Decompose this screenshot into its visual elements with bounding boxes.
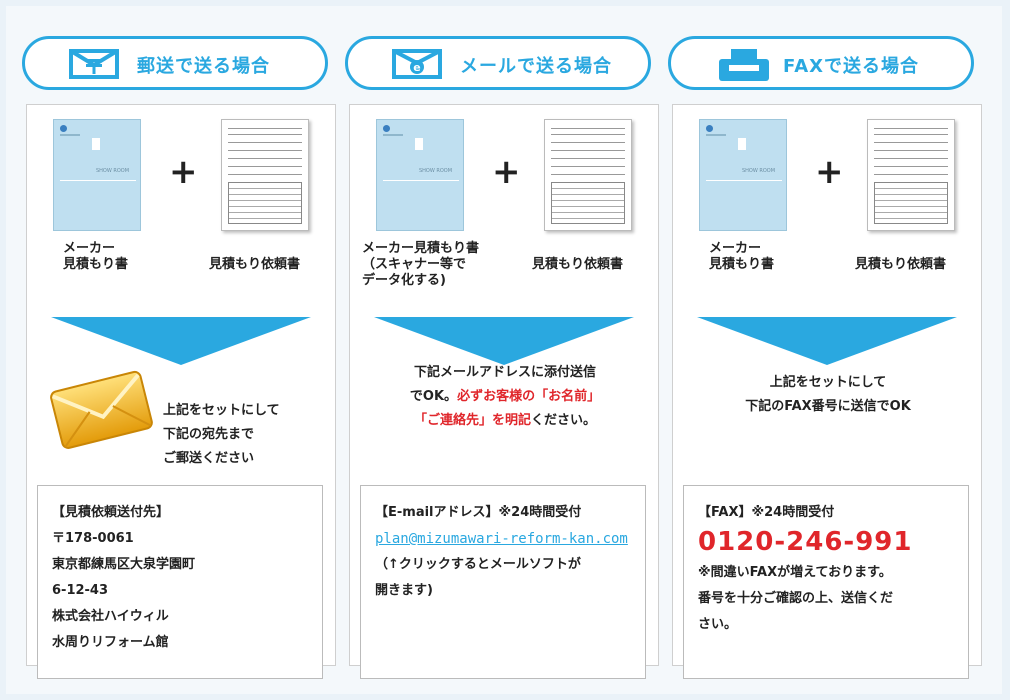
fax-instruction: 上記をセットにして 下記のFAX番号に送信でOK bbox=[693, 371, 963, 419]
email-instruction-line: でOK。必ずお客様の「お名前」 bbox=[370, 385, 640, 409]
doc-caption: SHOW ROOM bbox=[742, 168, 776, 174]
mail-instruction-line: 上記をセットにして bbox=[163, 403, 280, 418]
estimate-request-form-image bbox=[221, 119, 309, 231]
maker-estimate-label-line: メーカー bbox=[709, 241, 762, 256]
maker-estimate-doc-image: SHOW ROOM bbox=[699, 119, 787, 231]
down-arrow-icon bbox=[374, 317, 634, 365]
email-section-title: メールで送る場合 bbox=[460, 56, 612, 77]
fax-machine-icon bbox=[719, 49, 769, 81]
maker-estimate-doc-image: SHOW ROOM bbox=[376, 119, 464, 231]
maker-estimate-label: メーカー 見積もり書 bbox=[63, 241, 128, 273]
postal-envelope-icon bbox=[69, 49, 119, 79]
maker-estimate-label-line: 見積もり書 bbox=[709, 257, 775, 272]
fax-section-header: FAXで送る場合 bbox=[668, 36, 974, 90]
store-name: 水周りリフォーム館 bbox=[52, 635, 169, 650]
email-instruction-text: でOK。 bbox=[409, 389, 458, 404]
fax-warning-note: ※間違いFAXが増えております。 bbox=[698, 565, 892, 580]
email-address-box: 【E-mailアドレス】※24時間受付 plan@mizumawari-refo… bbox=[360, 485, 646, 679]
mail-instruction: 上記をセットにして 下記の宛先まで ご郵送ください bbox=[163, 399, 280, 471]
email-warning-text: 「ご連絡先」を明記 bbox=[413, 413, 531, 428]
maker-estimate-label-line: メーカー見積もり書 bbox=[362, 241, 480, 256]
email-panel: SHOW ROOM + メーカー見積もり書 （スキャナー等で データ化する) 見… bbox=[349, 104, 659, 679]
estimate-request-label: 見積もり依頼書 bbox=[855, 257, 947, 272]
maker-estimate-doc-image: SHOW ROOM bbox=[53, 119, 141, 231]
fax-section-title: FAXで送る場合 bbox=[783, 56, 920, 77]
maker-estimate-label-line: 見積もり書 bbox=[63, 257, 129, 272]
maker-estimate-label-line: メーカー bbox=[63, 241, 116, 256]
fax-number-heading: 【FAX】※24時間受付 bbox=[698, 505, 835, 520]
svg-text:e: e bbox=[413, 61, 420, 74]
estimate-request-form-image bbox=[544, 119, 632, 231]
email-instruction-line: 「ご連絡先」を明記ください。 bbox=[370, 409, 640, 433]
doc-caption: SHOW ROOM bbox=[96, 168, 130, 174]
mail-address-box: 【見積依頼送付先】 〒178-0061 東京都練馬区大泉学園町 6-12-43 … bbox=[37, 485, 323, 679]
email-section-header: e メールで送る場合 bbox=[345, 36, 651, 90]
maker-estimate-label-line: （スキャナー等で bbox=[362, 257, 467, 272]
mail-instruction-line: ご郵送ください bbox=[163, 451, 255, 466]
estimate-request-form-image bbox=[867, 119, 955, 231]
address-line: 東京都練馬区大泉学園町 bbox=[52, 557, 196, 572]
fax-number-box: 【FAX】※24時間受付 0120-246-991 ※間違いFAXが増えておりま… bbox=[683, 485, 969, 679]
maker-estimate-label: メーカー 見積もり書 bbox=[709, 241, 774, 273]
down-arrow-icon bbox=[697, 317, 957, 365]
mail-address-heading: 【見積依頼送付先】 bbox=[52, 505, 170, 520]
yellow-envelope-icon bbox=[50, 370, 153, 449]
mail-instruction-line: 下記の宛先まで bbox=[163, 427, 255, 442]
fax-warning-note: 番号を十分ご確認の上、送信くだ bbox=[698, 591, 894, 606]
email-address-heading: 【E-mailアドレス】※24時間受付 bbox=[375, 505, 582, 520]
maker-estimate-label: メーカー見積もり書 （スキャナー等で データ化する) bbox=[362, 241, 479, 289]
down-arrow-icon bbox=[51, 317, 311, 365]
doc-caption: SHOW ROOM bbox=[419, 168, 453, 174]
plus-icon: + bbox=[815, 152, 844, 192]
address-line: 6-12-43 bbox=[52, 583, 109, 598]
email-warning-text: 必ずお客様の「お名前」 bbox=[457, 389, 601, 404]
email-link-note: （↑クリックするとメールソフトが bbox=[375, 557, 581, 572]
email-address-link[interactable]: plan@mizumawari-reform-kan.com bbox=[375, 531, 628, 547]
fax-instruction-line: 上記をセットにして bbox=[769, 375, 887, 390]
plus-icon: + bbox=[492, 152, 521, 192]
email-envelope-icon: e bbox=[392, 49, 442, 79]
postal-code: 〒178-0061 bbox=[52, 531, 134, 546]
plus-icon: + bbox=[169, 152, 198, 192]
email-instruction-text: ください。 bbox=[531, 413, 597, 428]
email-instruction-line: 下記メールアドレスに添付送信 bbox=[413, 365, 596, 380]
estimate-request-label: 見積もり依頼書 bbox=[209, 257, 301, 272]
estimate-request-label: 見積もり依頼書 bbox=[532, 257, 624, 272]
fax-warning-note: さい。 bbox=[698, 617, 738, 632]
email-instruction: 下記メールアドレスに添付送信 でOK。必ずお客様の「お名前」 「ご連絡先」を明記… bbox=[370, 361, 640, 433]
mail-panel: SHOW ROOM + メーカー 見積もり書 見積もり依頼書 上記をセットにして… bbox=[26, 104, 336, 679]
fax-panel: SHOW ROOM + メーカー 見積もり書 見積もり依頼書 上記をセットにして… bbox=[672, 104, 982, 679]
fax-instruction-line: 下記のFAX番号に送信でOK bbox=[745, 399, 911, 414]
maker-estimate-label-line: データ化する) bbox=[362, 273, 446, 288]
email-link-note: 開きます) bbox=[375, 583, 433, 598]
fax-number: 0120-246-991 bbox=[698, 527, 913, 557]
mail-section-title: 郵送で送る場合 bbox=[137, 56, 270, 77]
mail-section-header: 郵送で送る場合 bbox=[22, 36, 328, 90]
company-name: 株式会社ハイウィル bbox=[52, 609, 169, 624]
